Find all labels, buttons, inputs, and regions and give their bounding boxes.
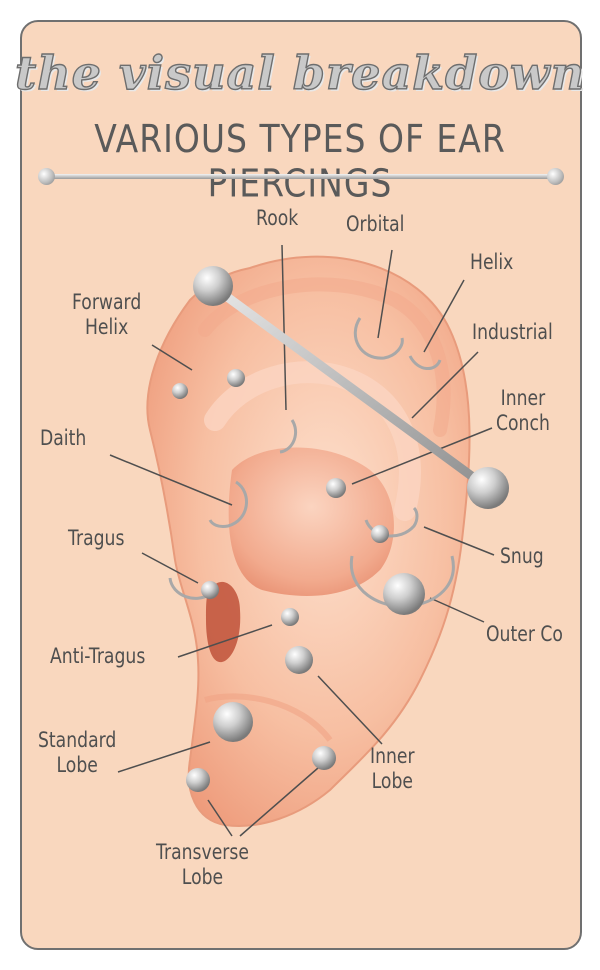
forward-helix-ball-2 [227,369,245,387]
label-inner-lobe: Inner Lobe [370,744,415,794]
anti-tragus-ball [281,608,299,626]
snug-ball [371,525,389,543]
industrial-ball-top [193,266,233,306]
label-rook: Rook [256,206,298,231]
tragus-ball [201,581,219,599]
label-standard-lobe: Standard Lobe [38,728,116,778]
label-snug: Snug [500,544,544,569]
label-orbital: Orbital [346,212,404,237]
standard-lobe-ball [213,702,253,742]
label-transverse-lobe: Transverse Lobe [156,840,249,890]
inner-lobe-ball [285,646,313,674]
label-inner-conch: Inner Conch [496,386,550,436]
label-industrial: Industrial [472,320,553,345]
transverse-lobe-ball-right [312,746,336,770]
label-anti-tragus: Anti-Tragus [50,644,145,669]
transverse-lobe-ball-left [186,768,210,792]
label-forward-helix: Forward Helix [72,290,141,340]
concha-bowl [229,448,394,596]
outer-conch-ball [383,573,425,615]
label-helix: Helix [470,250,513,275]
label-daith: Daith [40,426,86,451]
industrial-ball-bottom [467,467,509,509]
forward-helix-ball-1 [172,383,188,399]
inner-conch-ball [326,478,346,498]
label-outer-conch: Outer Co [486,622,563,647]
label-tragus: Tragus [68,526,124,551]
